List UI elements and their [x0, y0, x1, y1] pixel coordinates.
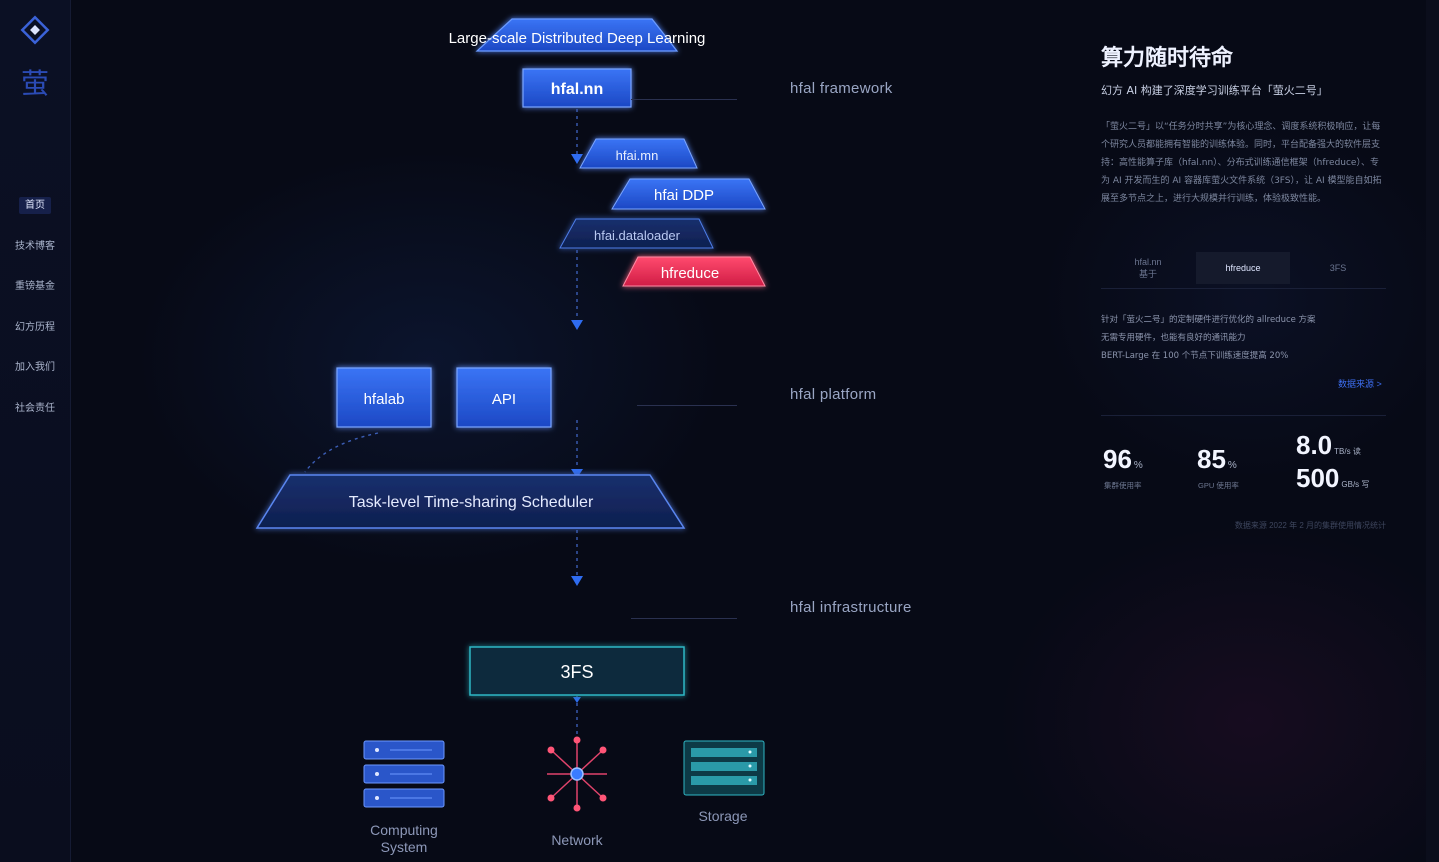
node-label: hfai.dataloader — [594, 228, 681, 243]
node-label: hfal.nn — [551, 81, 603, 98]
nav-label: 幻方历程 — [15, 322, 55, 333]
node-scheduler[interactable]: Task-level Time-sharing Scheduler — [255, 474, 686, 529]
detail-line: BERT-Large 在 100 个节点下训练速度提高 20% — [1101, 351, 1289, 361]
node-hfai-dataloader[interactable]: hfai.dataloader — [559, 218, 714, 249]
nav-label: 社会责任 — [15, 403, 55, 414]
tab-3fs[interactable]: 3FS — [1291, 252, 1385, 284]
stat-unit: GB/s 写 — [1341, 480, 1370, 489]
network-label: Network — [551, 832, 603, 848]
node-api[interactable]: API — [456, 367, 552, 428]
nav-item-fund[interactable]: 重镑基金 — [0, 277, 70, 292]
stat-unit: % — [1227, 460, 1237, 471]
tab-label: hfal.nn — [1134, 257, 1162, 267]
stat-cluster-usage: 96% — [1103, 444, 1143, 475]
node-label: hfalab — [364, 391, 405, 408]
flow-arrows — [571, 154, 583, 703]
detail-line: 针对「萤火二号」的定制硬件进行优化的 allreduce 方案 — [1101, 315, 1316, 325]
stat-label: 集群使用率 — [1104, 481, 1142, 490]
layer-label-infrastructure: hfal infrastructure — [790, 599, 912, 616]
stat-value: 500 — [1296, 463, 1340, 493]
infrastructure-connector — [631, 618, 737, 619]
tab-hfreduce[interactable]: hfreduce — [1196, 252, 1290, 284]
panel-subtitle: 幻方 AI 构建了深度学习训练平台「萤火二号」 — [1101, 84, 1328, 97]
stat-value: 8.0 — [1296, 430, 1333, 460]
computing-system-label-line2: System — [381, 839, 428, 855]
tab-hfal-nn[interactable]: hfal.nn 基于 — [1101, 252, 1195, 284]
computing-system-label-line1: Computing — [370, 822, 438, 838]
stat-value: 85 — [1197, 444, 1226, 474]
node-hfai-mn[interactable]: hfai.mn — [579, 138, 698, 169]
storage-label: Storage — [698, 808, 747, 824]
nav-label: 加入我们 — [15, 362, 55, 373]
node-label: API — [492, 391, 516, 408]
stat-unit: % — [1133, 460, 1143, 471]
nav-label: 重镑基金 — [15, 281, 55, 292]
node-label: hfreduce — [661, 265, 719, 282]
node-hfal-nn[interactable]: hfal.nn — [522, 68, 632, 108]
tab-label: 3FS — [1329, 263, 1347, 273]
stat-unit: TB/s 读 — [1334, 447, 1361, 456]
nav-item-social-responsibility[interactable]: 社会责任 — [0, 399, 70, 414]
nav-item-tech-blog[interactable]: 技术博客 — [0, 237, 70, 252]
diagram-title-shape: Large-scale Distributed Deep Learning — [449, 18, 706, 52]
node-hfalab[interactable]: hfalab — [336, 367, 432, 428]
scrollbar[interactable] — [1426, 0, 1439, 862]
node-hfreduce[interactable]: hfreduce — [622, 256, 766, 287]
platform-connector — [637, 405, 737, 406]
stat-label: GPU 使用率 — [1198, 481, 1239, 490]
stat-gpu-usage: 85% — [1197, 444, 1237, 475]
diagram-title: Large-scale Distributed Deep Learning — [449, 30, 706, 47]
tab-sublabel: 基于 — [1138, 269, 1157, 279]
sidebar: 萤 首页 技术博客 重镑基金 幻方历程 加入我们 社会责任 — [0, 0, 71, 862]
nav-item-home[interactable]: 首页 — [0, 196, 70, 214]
data-source-link[interactable]: 数据来源 > — [1338, 379, 1382, 389]
nav-item-history[interactable]: 幻方历程 — [0, 318, 70, 333]
layer-label-framework: hfal framework — [790, 80, 893, 97]
framework-connector — [631, 99, 737, 100]
logo-icon[interactable] — [19, 14, 51, 46]
tab-detail: 针对「萤火二号」的定制硬件进行优化的 allreduce 方案 无需专用硬件，也… — [1101, 311, 1386, 365]
panel-divider — [1101, 415, 1386, 416]
detail-line: 无需专用硬件，也能有良好的通讯能力 — [1101, 333, 1246, 343]
panel-description: 「萤火二号」以“任务分时共享”为核心理念、调度系统积极响应，让每个研究人员都能拥… — [1101, 122, 1382, 204]
brand-logo-text: 萤 — [20, 67, 49, 100]
feature-tabs: hfal.nn 基于 hfreduce 3FS — [1101, 252, 1386, 289]
server-stack-icon — [363, 740, 445, 808]
tab-label: hfreduce — [1225, 263, 1261, 273]
node-label: 3FS — [560, 662, 593, 682]
node-label: hfai DDP — [654, 187, 714, 204]
nav-label: 首页 — [19, 197, 51, 214]
node-label: hfai.mn — [616, 148, 659, 163]
node-3fs[interactable]: 3FS — [469, 646, 685, 696]
storage-icon — [683, 740, 765, 796]
panel-title: 算力随时待命 — [1101, 46, 1234, 71]
stat-value: 96 — [1103, 444, 1132, 474]
nav-item-join-us[interactable]: 加入我们 — [0, 358, 70, 373]
stats-footnote: 数据来源 2022 年 2 月的集群使用情况统计 — [1234, 521, 1386, 530]
layer-label-platform: hfal platform — [790, 386, 877, 403]
node-hfai-ddp[interactable]: hfai DDP — [611, 178, 766, 210]
network-hub-icon — [547, 736, 607, 812]
node-label: Task-level Time-sharing Scheduler — [349, 494, 594, 511]
nav-label: 技术博客 — [15, 241, 55, 252]
